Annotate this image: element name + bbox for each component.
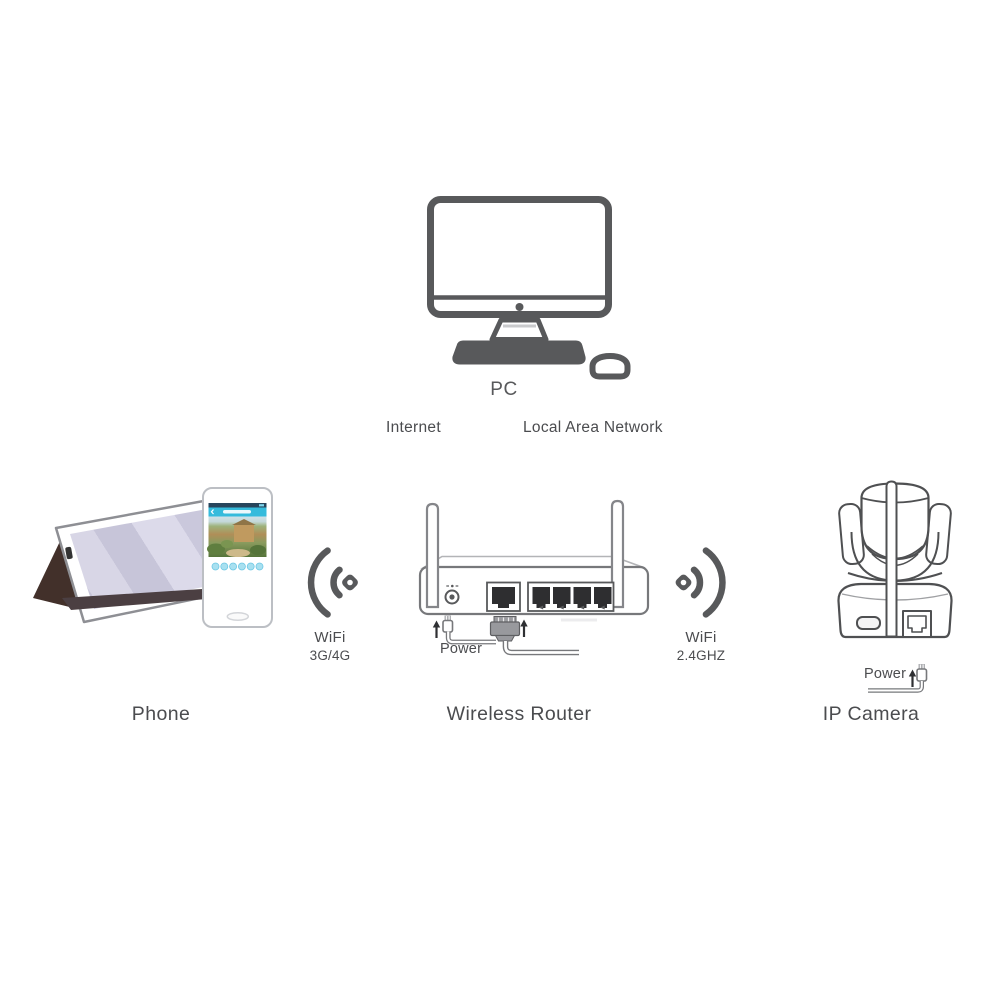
router-icon (418, 499, 650, 656)
pc-icon (427, 196, 631, 380)
router-lan-ports (527, 581, 615, 612)
router-wan-port (486, 581, 521, 612)
camera-power-plug-icon (868, 664, 928, 693)
wifi-right-band-label: 2.4GHZ (676, 648, 726, 663)
wireless-router-label: Wireless Router (446, 703, 592, 725)
tablet-side-button (65, 546, 73, 560)
router-power-plug-icon (432, 615, 496, 645)
arrow-up-icon (432, 620, 441, 628)
tablet-screen (70, 505, 243, 609)
wifi-right-icon (675, 547, 726, 618)
pc-stand (489, 317, 549, 342)
router-antenna-right (610, 499, 625, 609)
camera-icon (837, 480, 953, 693)
wifi-right-label: WiFi (685, 629, 717, 646)
camera-app-control-buttons (211, 562, 264, 571)
pc-keyboard-icon (452, 340, 586, 365)
wifi-left-band-label: 3G/4G (309, 648, 351, 663)
tablet-bottom-edge (62, 589, 207, 610)
internet-label: Internet (386, 419, 441, 436)
smartphone-icon (202, 487, 273, 628)
phone-label: Phone (131, 703, 191, 725)
tablet-icon (33, 492, 260, 624)
arrow-up-icon (520, 619, 528, 627)
router-antenna-left (425, 502, 440, 609)
pc-camera-dot (515, 303, 524, 311)
ethernet-plug-icon (489, 616, 597, 656)
local-area-network-label: Local Area Network (523, 419, 663, 436)
pc-label: PC (490, 379, 518, 400)
wifi-left-icon (307, 547, 358, 618)
pc-monitor (427, 196, 612, 318)
wifi-left-label: WiFi (314, 629, 346, 646)
camera-antenna (885, 480, 898, 638)
phone-status-bar (208, 503, 267, 508)
router-power-jack (444, 584, 460, 605)
camera-usb-port (856, 616, 881, 630)
camera-app-photo (207, 516, 267, 557)
camera-power-label: Power (864, 666, 907, 682)
arrow-up-icon (908, 669, 917, 677)
pc-mouse-icon (589, 353, 631, 380)
camera-lan-port (902, 610, 932, 638)
phone-home-button (226, 611, 250, 622)
ip-camera-label: IP Camera (822, 703, 920, 725)
router-power-label: Power (440, 641, 483, 657)
